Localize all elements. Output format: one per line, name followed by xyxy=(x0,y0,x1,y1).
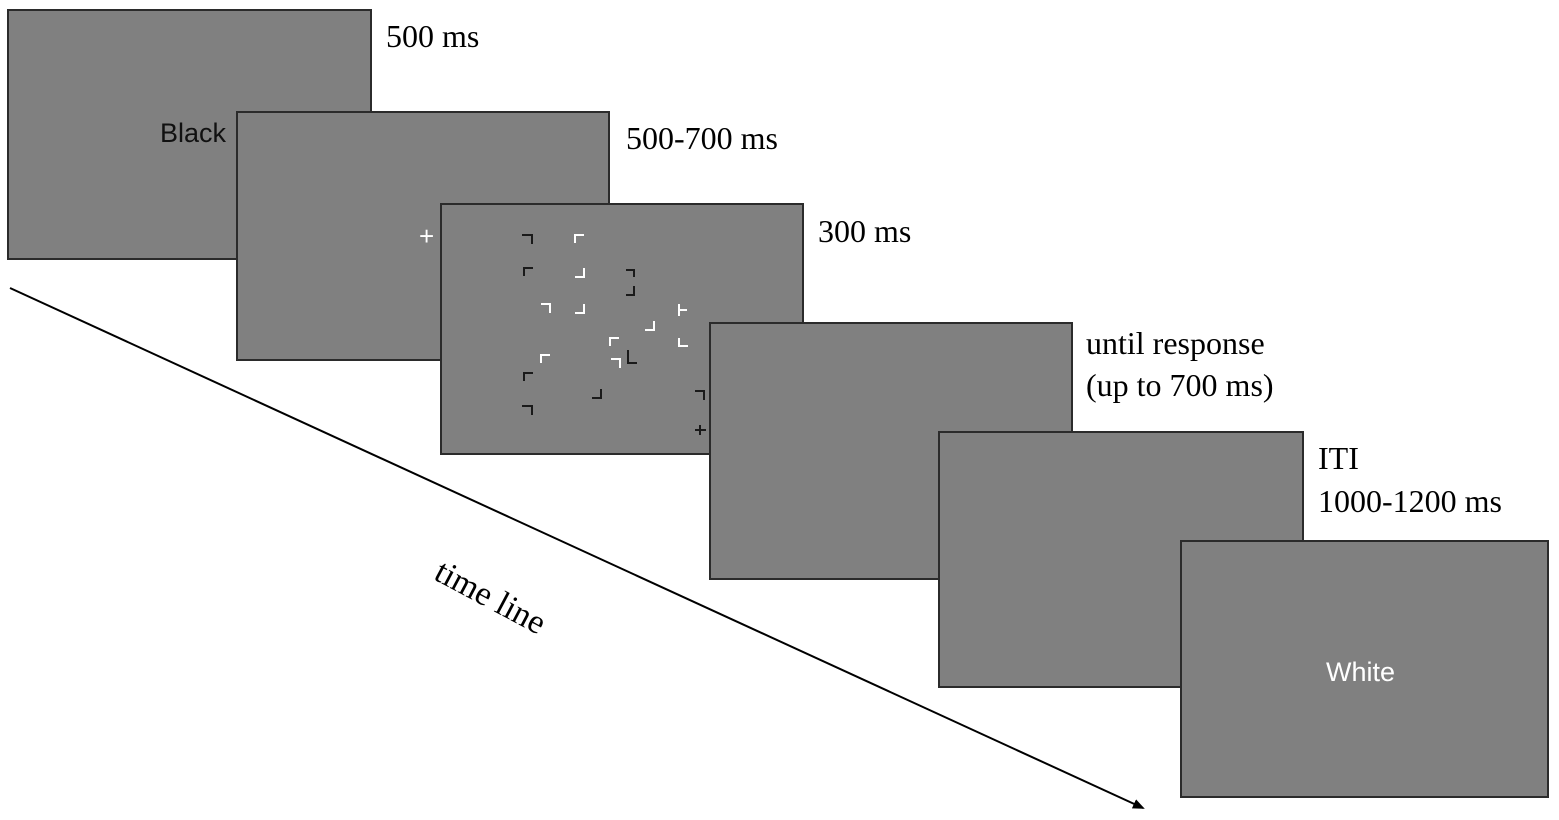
final-word: White xyxy=(1326,657,1396,687)
search-duration: 300 ms xyxy=(818,213,912,249)
search-item xyxy=(592,389,602,399)
search-item xyxy=(575,304,585,314)
search-item xyxy=(678,338,688,347)
search-item xyxy=(574,234,584,243)
search-item xyxy=(626,269,635,277)
search-item xyxy=(523,267,533,276)
iti-label: ITI xyxy=(1318,440,1359,476)
cue-word: Black xyxy=(160,118,227,148)
fixation-cross: + xyxy=(419,221,435,251)
iti-duration: 1000-1200 ms xyxy=(1318,483,1502,519)
search-item xyxy=(609,337,619,346)
search-item xyxy=(522,405,533,415)
search-item xyxy=(540,354,550,363)
response-duration-line2: (up to 700 ms) xyxy=(1086,367,1274,403)
search-item xyxy=(611,358,621,368)
search-item xyxy=(627,350,637,364)
search-item xyxy=(695,425,706,435)
search-item xyxy=(695,390,705,400)
search-item xyxy=(523,372,533,381)
final-screen: White xyxy=(1180,540,1549,798)
search-item xyxy=(541,303,551,313)
response-duration-line1: until response xyxy=(1086,325,1265,361)
fixation-duration: 500-700 ms xyxy=(626,120,778,156)
search-item xyxy=(645,321,655,331)
search-item xyxy=(626,286,635,296)
search-item xyxy=(575,268,585,278)
search-item xyxy=(522,234,533,244)
search-item xyxy=(678,304,687,316)
cue-duration: 500 ms xyxy=(386,18,480,54)
